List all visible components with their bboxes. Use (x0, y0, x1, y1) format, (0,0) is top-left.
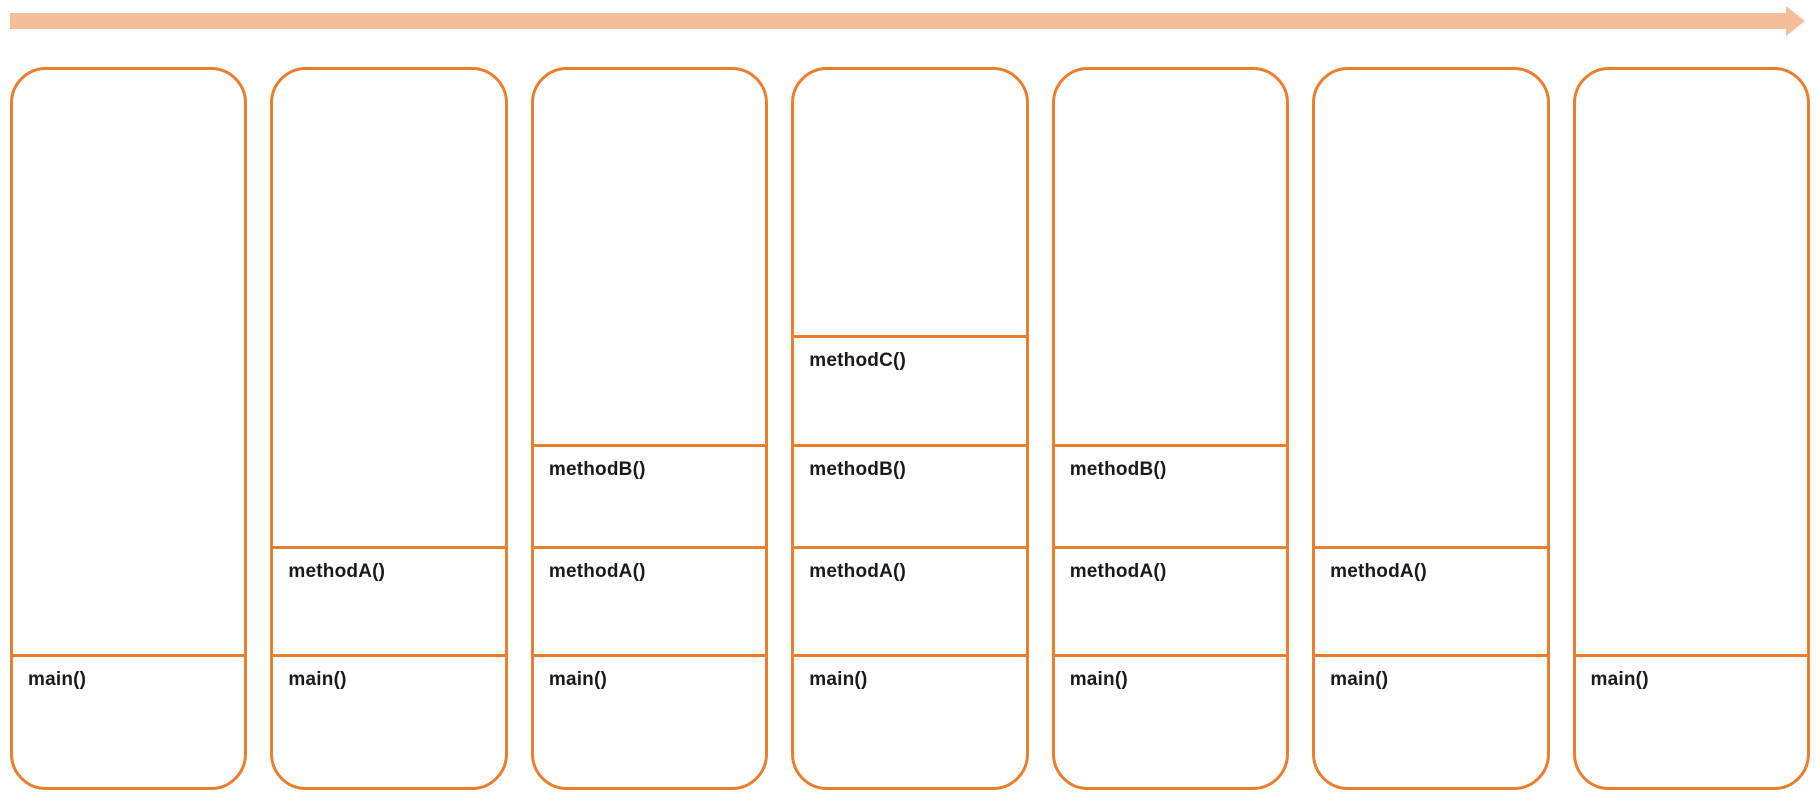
stack-frame: methodC() (794, 335, 1026, 444)
stack-frame: main() (1054, 654, 1287, 787)
stack-frame: methodB() (1054, 444, 1287, 546)
timeline-arrow-head-icon (1786, 6, 1805, 36)
stack-frame: main() (794, 654, 1026, 787)
stack-column: main() (10, 67, 248, 790)
stack-frame-label: methodB() (1069, 459, 1167, 480)
stack-frame-label: methodA() (288, 561, 386, 582)
timeline-arrow (10, 6, 1805, 36)
stack-frame: main() (1315, 654, 1547, 787)
stack-frame: methodB() (533, 444, 766, 546)
stack-frame: methodB() (794, 444, 1026, 546)
stack-frame: methodA() (1315, 546, 1547, 654)
stack-columns: main()methodA()main()methodB()methodA()m… (10, 67, 1810, 790)
stack-frame: main() (273, 654, 505, 787)
stack-column: methodC() methodB() methodA() main() (791, 67, 1029, 790)
stack-frame-label: methodB() (809, 459, 907, 480)
stack-frame-label: methodA() (1069, 561, 1167, 582)
stack-frame-label: main() (548, 669, 608, 690)
stack-frame-label: main() (809, 669, 868, 690)
stack-frame: main() (533, 654, 766, 787)
stack-frame-label: methodA() (548, 561, 646, 582)
stack-frame-label: main() (1330, 669, 1389, 690)
stack-column: main() (1572, 67, 1810, 790)
stack-frame-label: methodC() (809, 350, 907, 371)
stack-frame: methodA() (794, 546, 1026, 654)
stack-frame-label: methodA() (1330, 561, 1427, 582)
stack-column: methodA() main() (1312, 67, 1550, 790)
stack-column: methodB() methodA() main() (1051, 67, 1290, 790)
stack-frame-label: main() (28, 669, 87, 690)
stack-frame: methodA() (1054, 546, 1287, 654)
stack-frame: methodA() (533, 546, 766, 654)
stack-frame: main() (1575, 654, 1807, 787)
timeline-arrow-bar (10, 13, 1786, 29)
stack-frame: methodA() (273, 546, 505, 654)
stack-column: methodB() methodA() main() (530, 67, 769, 790)
stack-frame-label: methodA() (809, 561, 907, 582)
stack-frame-label: main() (1069, 669, 1128, 690)
stack-frame-label: main() (1590, 669, 1649, 690)
stack-frame-label: main() (288, 669, 347, 690)
stack-column: methodA() main() (270, 67, 508, 790)
stack-frame: main() (13, 654, 245, 787)
stack-frame-label: methodB() (548, 459, 646, 480)
